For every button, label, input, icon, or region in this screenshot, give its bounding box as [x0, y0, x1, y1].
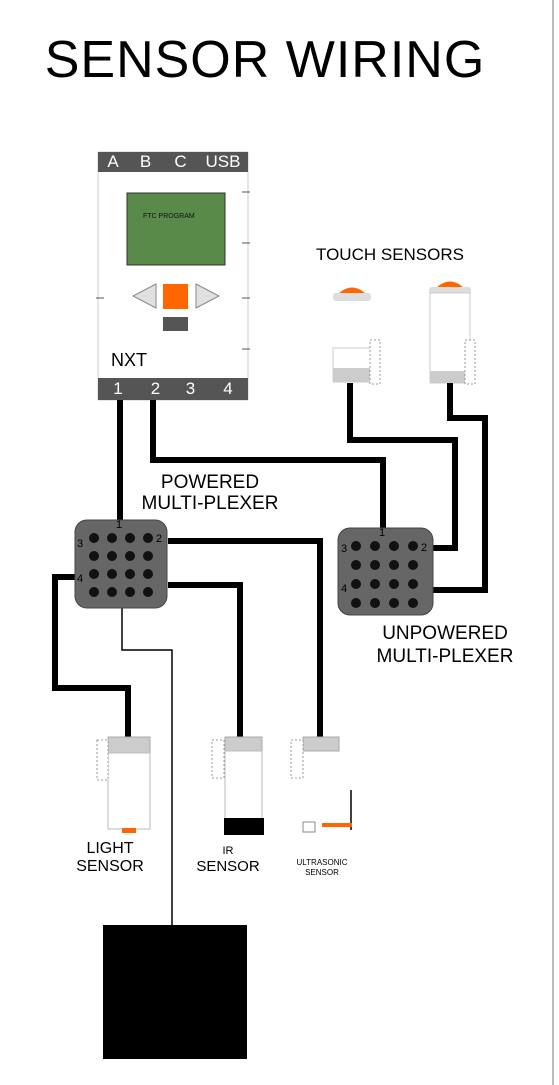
mux-pin	[389, 560, 399, 570]
mux-pin	[125, 533, 135, 543]
unpowered-mux-port-1: 1	[379, 527, 386, 539]
nxt-top-ports: A B C USB	[98, 152, 248, 172]
mux-pin	[389, 598, 399, 608]
wire-port2-to-unpowered-mux	[150, 400, 386, 528]
mux-pin	[143, 533, 153, 543]
port-4-label: 4	[223, 379, 233, 398]
mux-pin	[408, 598, 418, 608]
touch-sensors-label: TOUCH SENSORS	[316, 245, 464, 264]
powered-mux-label-line2: MULTI-PLEXER	[141, 493, 279, 514]
mux-pin	[370, 560, 380, 570]
mux-pin	[125, 551, 135, 561]
powered-mux-port-4: 4	[77, 573, 84, 585]
wire-touch1-to-unpowered	[347, 383, 458, 551]
unpowered-mux	[337, 527, 434, 616]
powered-mux-label-line1: POWERED	[160, 472, 260, 493]
mux-pin	[143, 569, 153, 579]
ultrasonic-sensor-label-line1: ULTRASONIC	[296, 858, 348, 867]
nxt-bottom-ports: 1 2 3 4	[98, 379, 248, 399]
mux-pin	[408, 560, 418, 570]
unpowered-mux-port-4: 4	[341, 583, 348, 595]
port-c-label: C	[174, 152, 187, 171]
port-a-label: A	[107, 152, 119, 171]
ultrasonic-sensor	[290, 736, 352, 833]
ultrasonic-sensor-label: ULTRASONIC SENSOR	[282, 858, 362, 878]
nxt-brick	[96, 151, 250, 401]
unpowered-mux-label: UNPOWERED MULTI-PLEXER	[345, 622, 545, 668]
unpowered-mux-port-2: 2	[421, 542, 428, 554]
wire-touch2-to-unpowered	[430, 383, 488, 593]
mux-pin	[351, 541, 361, 551]
mux-pin	[389, 541, 399, 551]
mux-pin	[89, 587, 99, 597]
enter-button	[163, 284, 188, 309]
mux-pin	[351, 560, 361, 570]
wire-battery	[121, 607, 173, 925]
mux-pin	[89, 551, 99, 561]
touch-sensor-1	[332, 287, 381, 385]
port-3-label: 3	[185, 379, 196, 398]
unpowered-mux-label-line2: MULTI-PLEXER	[376, 646, 514, 667]
ir-sensor-label: IR SENSOR	[192, 843, 264, 875]
mux-pin	[107, 569, 117, 579]
light-sensor-label-line1: LIGHT	[86, 840, 134, 857]
nxt-label: NXT	[111, 350, 147, 370]
mux-pin	[370, 541, 380, 551]
left-arrow-icon	[131, 283, 157, 309]
port-usb-label: USB	[205, 152, 241, 171]
nxt-screen	[126, 192, 226, 266]
nxt-top-port-bar	[98, 152, 248, 172]
wire-ultrasonic-sensor	[168, 538, 323, 737]
mux-pin	[351, 598, 361, 608]
light-sensor	[96, 736, 151, 833]
battery-pack	[103, 925, 247, 1059]
mux-pin	[143, 587, 153, 597]
unpowered-mux-label-line1: UNPOWERED	[382, 623, 508, 644]
ir-sensor	[211, 736, 264, 835]
wire-light-sensor	[52, 574, 131, 737]
nxt-screen-text: FTC PROGRAM	[143, 213, 195, 220]
port-2-label: 2	[150, 379, 161, 398]
mux-pin	[107, 551, 117, 561]
mux-pin	[89, 533, 99, 543]
wires	[52, 383, 488, 737]
back-button	[163, 317, 188, 331]
ultrasonic-sensor-label-line2: SENSOR	[305, 868, 339, 877]
powered-mux-label: POWERED MULTI-PLEXER	[130, 472, 290, 514]
mux-pin	[125, 569, 135, 579]
powered-mux-port-1: 1	[116, 519, 123, 531]
mux-pin	[89, 569, 99, 579]
powered-mux-port-3: 3	[77, 538, 84, 550]
light-sensor-label-line2: SENSOR	[76, 858, 144, 875]
unpowered-mux-port-3: 3	[341, 543, 348, 555]
powered-mux-port-2: 2	[156, 533, 163, 545]
mux-pin	[143, 551, 153, 561]
touch-sensor-2	[429, 281, 476, 385]
mux-pin	[125, 587, 135, 597]
port-b-label: B	[139, 152, 152, 171]
nxt-bottom-port-bar	[98, 378, 248, 400]
mux-pin	[370, 579, 380, 589]
mux-pin	[107, 533, 117, 543]
light-sensor-label: LIGHT SENSOR	[70, 840, 150, 876]
port-1-label: 1	[113, 379, 123, 398]
diagram-title: SENSOR WIRING	[44, 31, 486, 89]
mux-pin	[408, 541, 418, 551]
powered-mux	[74, 519, 168, 609]
mux-pin	[107, 587, 117, 597]
ir-sensor-label-line2: SENSOR	[196, 858, 260, 875]
nxt-side-ticks	[96, 191, 250, 350]
mux-pin	[389, 579, 399, 589]
right-arrow-icon	[195, 283, 221, 309]
mux-pin	[370, 598, 380, 608]
mux-pin	[351, 579, 361, 589]
ir-sensor-label-line1: IR	[222, 845, 234, 857]
mux-pin	[408, 579, 418, 589]
wire-ir-sensor	[168, 582, 243, 737]
